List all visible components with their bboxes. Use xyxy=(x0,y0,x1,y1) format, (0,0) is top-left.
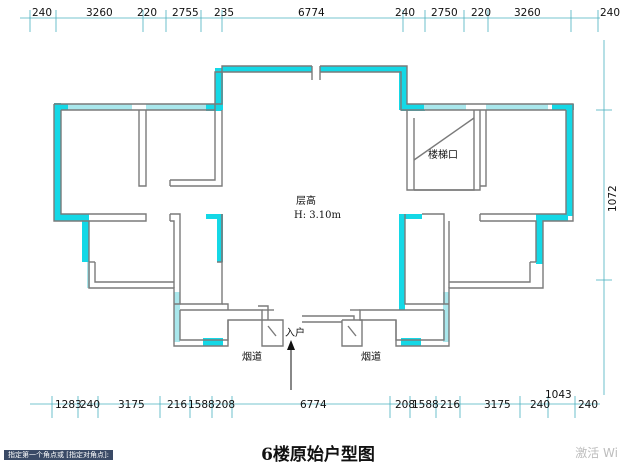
top-dimension-line xyxy=(20,10,600,32)
right-dimension: 1072 xyxy=(596,40,619,395)
top-dim-8: 2750 xyxy=(431,7,458,19)
floor-height-value: H: 3.10m xyxy=(294,210,342,221)
top-dim-2: 3260 xyxy=(86,7,113,19)
bottom-dim-9: 1588 xyxy=(412,399,439,411)
bottom-dim-13: 240 xyxy=(578,399,598,411)
top-dim-3: 220 xyxy=(137,7,157,19)
top-dim-1: 240 xyxy=(32,7,52,19)
bottom-dim-3: 3175 xyxy=(118,399,145,411)
bottom-dim-12: 240 xyxy=(530,399,550,411)
bottom-dim-4: 216 xyxy=(167,399,187,411)
top-dim-11: 240 xyxy=(600,7,620,19)
flue-left-label: 烟道 xyxy=(242,350,262,363)
window-accents xyxy=(54,66,574,346)
room-labels: 层高 H: 3.10m 楼梯口 入户 烟道 烟道 xyxy=(242,148,458,363)
top-dim-7: 240 xyxy=(395,7,415,19)
top-dim-10: 3260 xyxy=(514,7,541,19)
top-dim-9: 220 xyxy=(471,7,491,19)
top-dimension-labels: 240 3260 220 2755 235 6774 240 2750 220 … xyxy=(32,7,620,19)
drawing-title: 6楼原始户型图 xyxy=(261,444,375,465)
stair-label: 楼梯口 xyxy=(428,148,458,161)
bottom-dim-6: 208 xyxy=(215,399,235,411)
top-dim-4: 2755 xyxy=(172,7,199,19)
bottom-dim-10: 216 xyxy=(440,399,460,411)
bottom-dim-8: 208 xyxy=(395,399,415,411)
bottom-dim-extra: 1043 xyxy=(545,389,572,401)
bottom-dimension-line xyxy=(30,396,600,418)
activation-watermark: 激活 Wi xyxy=(575,446,618,460)
entrance-arrow-icon xyxy=(287,340,295,390)
flue-right-label: 烟道 xyxy=(361,350,381,363)
bottom-dim-11: 3175 xyxy=(484,399,511,411)
bottom-dim-7: 6774 xyxy=(300,399,327,411)
entrance-label: 入户 xyxy=(285,326,305,339)
right-dim: 1072 xyxy=(607,185,619,212)
walls xyxy=(53,65,574,347)
bottom-dimension-labels: 1283 240 3175 216 1588 208 6774 208 1588… xyxy=(55,389,598,411)
bottom-dim-5: 1588 xyxy=(188,399,215,411)
bottom-dim-1: 1283 xyxy=(55,399,82,411)
top-dim-6: 6774 xyxy=(298,7,325,19)
command-line[interactable]: 指定第一个角点或 [指定对角点]: xyxy=(4,450,114,460)
floor-height-label: 层高 xyxy=(296,194,316,207)
bottom-dim-2: 240 xyxy=(80,399,100,411)
top-dim-5: 235 xyxy=(214,7,234,19)
